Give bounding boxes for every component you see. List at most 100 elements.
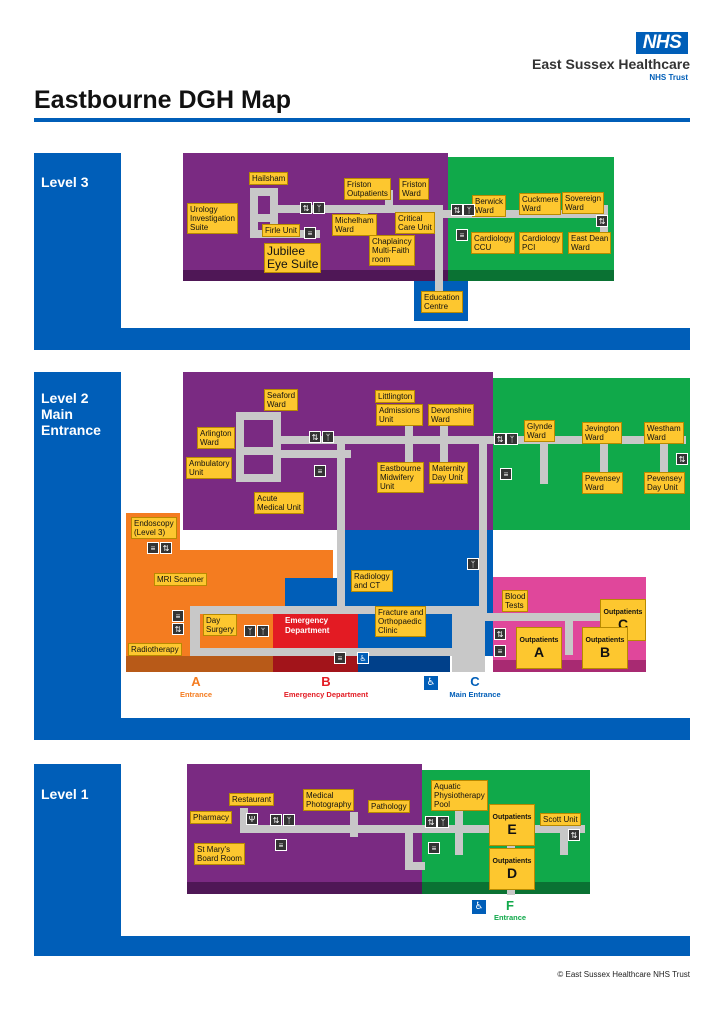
place-pevensey-ward: Pevensey Ward	[582, 472, 624, 494]
outpatients-a-label: Outpatients	[519, 637, 559, 644]
outpatients-c-letter: C	[617, 616, 629, 632]
place-friston-ward: Friston Ward	[399, 178, 430, 200]
l2-corridor	[190, 606, 200, 651]
place-east-dean-ward: East Dean Ward	[568, 232, 612, 254]
disabled-access-icon: ♿	[472, 900, 486, 914]
level3-label: Level 3	[41, 174, 89, 190]
stairs-icon: ≡	[304, 227, 316, 239]
disabled-access-icon: ♿	[357, 652, 369, 664]
toilets-icon: ᛉ	[244, 625, 256, 637]
level2-label: Level 2 Main Entrance	[41, 390, 101, 438]
outpatients-e-label: Outpatients	[492, 814, 532, 821]
place-admissions-unit: Admissions Unit	[376, 404, 423, 426]
disabled-access-icon: ♿	[424, 676, 438, 690]
outpatients-d-letter: D	[506, 865, 518, 881]
place-cardiology-ccu: Cardiology CCU	[471, 232, 516, 254]
place-restaurant: Restaurant	[229, 793, 275, 806]
lift-icon: ⇅	[270, 814, 282, 826]
lift-icon: ⇅	[160, 542, 172, 554]
level1-purple-band	[187, 882, 422, 894]
outpatients-e-letter: E	[507, 821, 517, 837]
l1-corridor	[350, 812, 358, 837]
place-jubilee-eye-suite: Jubilee Eye Suite	[264, 243, 322, 273]
place-acute-medical-unit: Acute Medical Unit	[254, 492, 305, 514]
stairs-icon: ≡	[428, 842, 440, 854]
level3-purple-band	[183, 270, 448, 281]
l1-corridor	[405, 862, 425, 870]
place-eastbourne-midwifery: Eastbourne Midwifery Unit	[377, 462, 424, 493]
entrance-c-name: Main Entrance	[449, 690, 501, 699]
place-friston-outpatients: Friston Outpatients	[344, 178, 391, 200]
place-endoscopy: Endoscopy (Level 3)	[131, 517, 177, 539]
toilets-icon: ᛉ	[467, 558, 479, 570]
outpatients-b: Outpatients B	[582, 627, 628, 669]
place-emergency-department: Emergency Department	[281, 614, 334, 638]
restaurant-icon: Ψ	[246, 813, 258, 825]
outpatients-e: Outpatients E	[489, 804, 535, 846]
place-hailsham: Hailsham	[249, 172, 289, 185]
l2-corridor	[200, 606, 485, 614]
place-st-marys-board-room: St Mary's Board Room	[194, 843, 245, 865]
outpatients-b-letter: B	[599, 644, 611, 660]
l3-corridor	[435, 205, 443, 295]
level3-green-band	[448, 270, 614, 281]
toilets-icon: ᛉ	[463, 204, 475, 216]
outpatients-d-label: Outpatients	[492, 858, 532, 865]
l2-corridor	[452, 614, 485, 672]
entrance-b-letter: B	[321, 674, 331, 689]
lift-icon: ⇅	[172, 623, 184, 635]
l2-corridor	[281, 450, 351, 458]
lift-icon: ⇅	[494, 433, 506, 445]
entrance-a-letter: A	[191, 674, 201, 689]
l2-corridor	[485, 613, 635, 621]
toilets-icon: ᛉ	[283, 814, 295, 826]
place-berwick-ward: Berwick Ward	[472, 195, 507, 217]
l2-corridor	[405, 425, 413, 467]
l2-corridor	[440, 425, 448, 467]
place-pathology: Pathology	[368, 800, 410, 813]
place-blood-tests: Blood Tests	[502, 590, 529, 612]
l2-corridor	[479, 436, 487, 616]
level3-green-zone	[448, 157, 614, 281]
place-arlington-ward: Arlington Ward	[197, 427, 235, 449]
place-radiotherapy: Radiotherapy	[128, 643, 182, 656]
l2-corridor	[540, 444, 548, 484]
outpatients-a-letter: A	[533, 644, 545, 660]
level2-orange-band	[126, 656, 273, 672]
stairs-icon: ≡	[314, 465, 326, 477]
level2-green-zone	[493, 378, 690, 530]
entrance-f-letter: F	[506, 898, 514, 913]
place-mri-scanner: MRI Scanner	[154, 573, 207, 586]
level1-label: Level 1	[41, 786, 89, 802]
place-ambulatory-unit: Ambulatory Unit	[186, 457, 233, 479]
org-name: East Sussex Healthcare	[532, 56, 690, 72]
place-sovereign-ward: Sovereign Ward	[562, 192, 605, 214]
toilets-icon: ᛉ	[506, 433, 518, 445]
nhs-logo: NHS	[636, 32, 688, 54]
stairs-icon: ≡	[456, 229, 468, 241]
place-education-centre: Education Centre	[421, 291, 463, 313]
place-critical-care: Critical Care Unit	[395, 212, 435, 234]
place-westham-ward: Westham Ward	[644, 422, 684, 444]
place-pharmacy: Pharmacy	[190, 811, 233, 824]
place-radiology-ct: Radiology and CT	[351, 570, 393, 592]
l1-corridor	[240, 808, 248, 828]
lift-icon: ⇅	[596, 215, 608, 227]
l3-corridor	[250, 188, 270, 196]
l3-corridor	[250, 214, 278, 222]
level2-blue-notch	[285, 578, 345, 606]
stairs-icon: ≡	[334, 652, 346, 664]
stairs-icon: ≡	[172, 610, 184, 622]
outpatients-c-label: Outpatients	[603, 609, 643, 616]
stairs-icon: ≡	[275, 839, 287, 851]
place-aquatic-physiotherapy: Aquatic Physiotherapy Pool	[431, 780, 488, 811]
place-michelham-ward: Michelham Ward	[332, 214, 377, 236]
title-rule	[34, 118, 690, 122]
lift-icon: ⇅	[309, 431, 321, 443]
l1-corridor	[560, 820, 568, 855]
lift-icon: ⇅	[676, 453, 688, 465]
place-jevington-ward: Jevington Ward	[582, 422, 623, 444]
outpatients-d: Outpatients D	[489, 848, 535, 890]
lift-icon: ⇅	[494, 628, 506, 640]
stairs-icon: ≡	[500, 468, 512, 480]
